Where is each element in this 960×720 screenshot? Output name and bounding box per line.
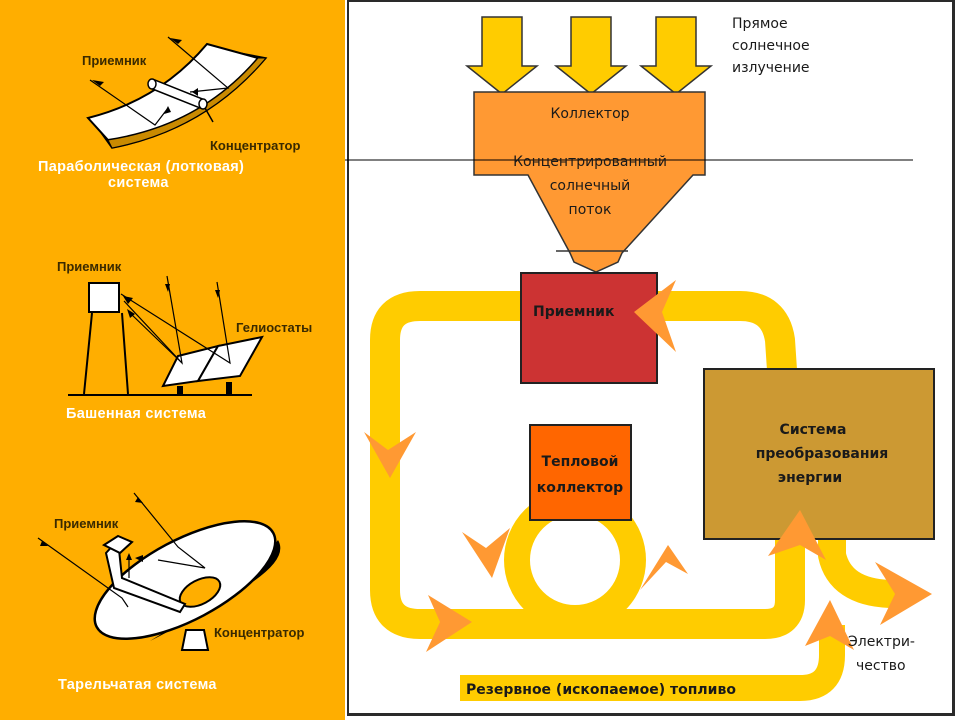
heliostats [161, 335, 264, 394]
dish-sun-rays [37, 492, 206, 608]
receiver-label: Приемник [533, 304, 615, 320]
parabolic-caption-line2: система [108, 175, 169, 191]
direct-radiation-line2: солнечное [732, 38, 810, 54]
dish-receiver-label: Приемник [54, 516, 119, 531]
receiver-box [520, 272, 658, 384]
diagram-labels: Прямое солнечное излучение Коллектор Кон… [466, 16, 915, 698]
arrowhead-into-conversion [768, 510, 826, 560]
dish-mirror [93, 520, 277, 640]
sun-arrows [464, 16, 714, 95]
parabolic-caption-line1: Параболическая (лотковая) [38, 159, 244, 175]
concentrated-flow-line1: Концентрированный [513, 154, 667, 170]
direct-radiation-line1: Прямое [732, 16, 788, 32]
dish-caption: Тарельчатая система [58, 677, 217, 693]
left-panel: Приемник Концентратор Параболическая (ло… [0, 0, 345, 720]
dish-pedestal [180, 629, 210, 651]
return-pipe [655, 291, 797, 371]
tower-caption: Башенная система [66, 406, 207, 422]
tower-receiver-box [88, 282, 120, 313]
sun-arrow-2 [553, 16, 629, 95]
electricity-line1: Электри- [848, 634, 915, 650]
dish-concentrator-label: Концентратор [214, 625, 304, 640]
trough-sun-rays [89, 36, 230, 126]
heliostats-label: Гелиостаты [236, 320, 312, 335]
arrowhead-electricity [875, 562, 932, 625]
tower-illustration: Приемник Гелиостаты Башенная система [57, 259, 312, 422]
flow-pipes [370, 291, 905, 701]
conversion-line2: преобразования [756, 446, 889, 462]
sun-arrow-3 [638, 16, 714, 95]
parabolic-concentrator-label: Концентратор [210, 138, 300, 153]
trough-receiver-tube [147, 78, 214, 123]
arrowhead-thermal-right [640, 545, 688, 590]
flow-arrowheads [364, 280, 932, 652]
arrowhead-bottom-right [426, 595, 472, 652]
sun-arrow-1 [464, 16, 540, 95]
parabolic-trough-illustration: Приемник Концентратор Параболическая (ло… [38, 36, 300, 191]
arrowhead-into-receiver [634, 280, 676, 352]
main-loop-pipe [370, 291, 805, 639]
arrowhead-left-down [364, 432, 416, 478]
electricity-pipe [818, 535, 905, 608]
parabolic-receiver-label: Приемник [82, 53, 147, 68]
dish-receiver-box [101, 534, 134, 555]
arrowhead-thermal-left [462, 528, 510, 578]
concentrated-flow-line3: поток [569, 202, 612, 218]
concentrated-flow-line2: солнечный [550, 178, 631, 194]
backup-fuel-label: Резервное (ископаемое) топливо [466, 682, 736, 698]
arrowhead-backup-fuel [805, 600, 854, 650]
tower-receiver-label: Приемник [57, 259, 122, 274]
backup-fuel-pipe [460, 625, 845, 701]
conversion-system-box [703, 368, 935, 540]
thermal-collector-line1: Тепловой [542, 454, 619, 470]
tower-legs [83, 312, 129, 395]
electricity-line2: чество [856, 658, 906, 674]
solar-systems-illustrations: Приемник Концентратор Параболическая (ло… [37, 36, 312, 693]
tower-sun-rays [120, 275, 231, 365]
conversion-line3: энергии [778, 470, 842, 486]
direct-radiation-line3: излучение [732, 60, 810, 76]
conversion-line1: Система [780, 422, 847, 438]
dish-illustration: Приемник Концентратор Тарельчатая систем… [37, 492, 304, 693]
thermal-collector-box [529, 424, 632, 521]
collector-funnel [473, 91, 706, 273]
thermal-collector-line2: коллектор [537, 480, 623, 496]
collector-title: Коллектор [550, 106, 629, 122]
